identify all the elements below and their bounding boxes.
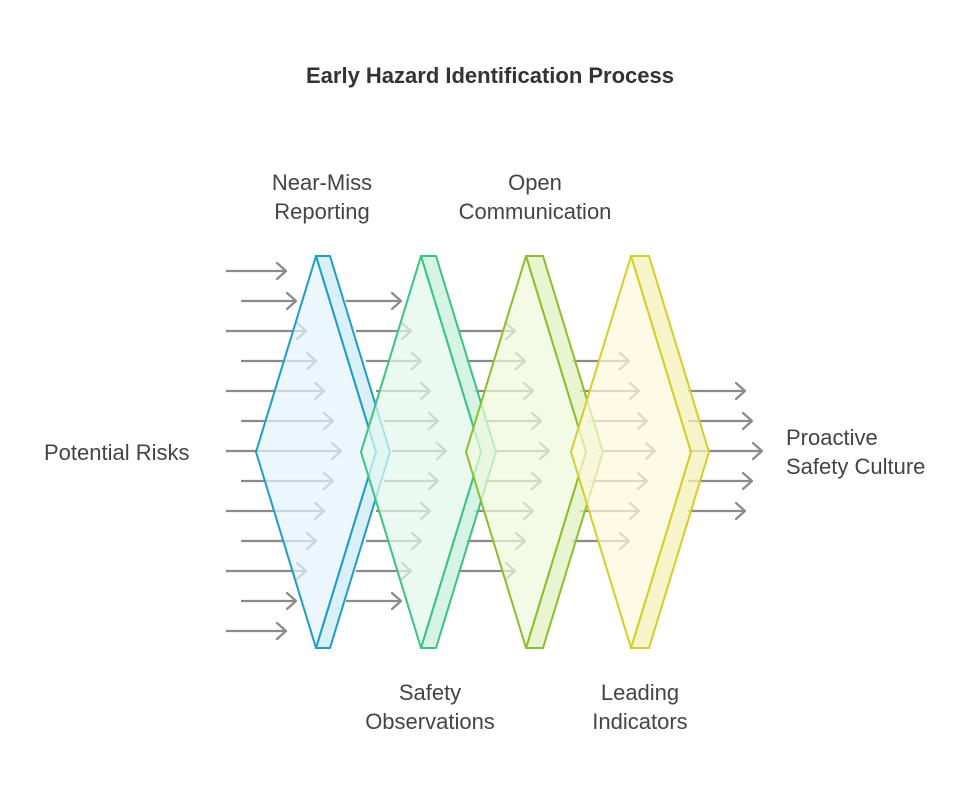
stage-shape xyxy=(255,255,391,649)
stage-label-near-miss-reporting: Near-Miss Reporting xyxy=(222,168,422,226)
flow-arrow xyxy=(688,381,747,401)
arrow-head xyxy=(390,591,403,611)
output-label: Proactive Safety Culture xyxy=(786,423,925,481)
flow-arrow xyxy=(241,591,298,611)
arrow-head xyxy=(741,471,754,491)
stage-label-safety-observations: Safety Observations xyxy=(320,678,540,736)
flow-arrow xyxy=(688,501,747,521)
flow-arrow xyxy=(226,621,288,641)
stage-front-face xyxy=(570,255,692,649)
stage-label-line-1: Near-Miss xyxy=(271,170,373,195)
stage-front-face xyxy=(465,255,587,649)
stage-label-line-2: Indicators xyxy=(592,709,688,734)
output-label-line-2: Safety Culture xyxy=(786,454,926,479)
arrow-head xyxy=(734,381,747,401)
arrow-head xyxy=(275,261,288,281)
stage-shape xyxy=(570,255,710,649)
stage-label-line-1: Leading xyxy=(600,680,680,705)
input-label: Potential Risks xyxy=(44,440,190,465)
arrow-head xyxy=(285,291,298,311)
arrow-head xyxy=(390,291,403,311)
flow-arrow xyxy=(346,291,403,311)
stages-layer xyxy=(255,255,710,649)
output-label-line-1: Proactive xyxy=(786,425,878,450)
stage-label-line-2: Communication xyxy=(458,199,612,224)
flow-arrow xyxy=(241,291,298,311)
flow-arrow xyxy=(226,261,288,281)
arrow-head xyxy=(275,621,288,641)
flow-arrow xyxy=(346,591,403,611)
stage-label-open-communication: Open Communication xyxy=(415,168,655,226)
arrow-head xyxy=(751,441,764,461)
stage-front-face xyxy=(360,255,482,649)
stage-label-leading-indicators: Leading Indicators xyxy=(540,678,740,736)
stage-label-line-1: Safety xyxy=(398,680,462,705)
stage-shape xyxy=(465,255,604,649)
stage-label-line-2: Reporting xyxy=(274,199,370,224)
arrow-head xyxy=(741,411,754,431)
stage-label-line-2: Observations xyxy=(365,709,495,734)
arrow-head xyxy=(734,501,747,521)
stage-front-face xyxy=(255,255,377,649)
diagram-title: Early Hazard Identification Process xyxy=(305,63,675,88)
arrow-head xyxy=(285,591,298,611)
stage-label-line-1: Open xyxy=(508,170,562,195)
